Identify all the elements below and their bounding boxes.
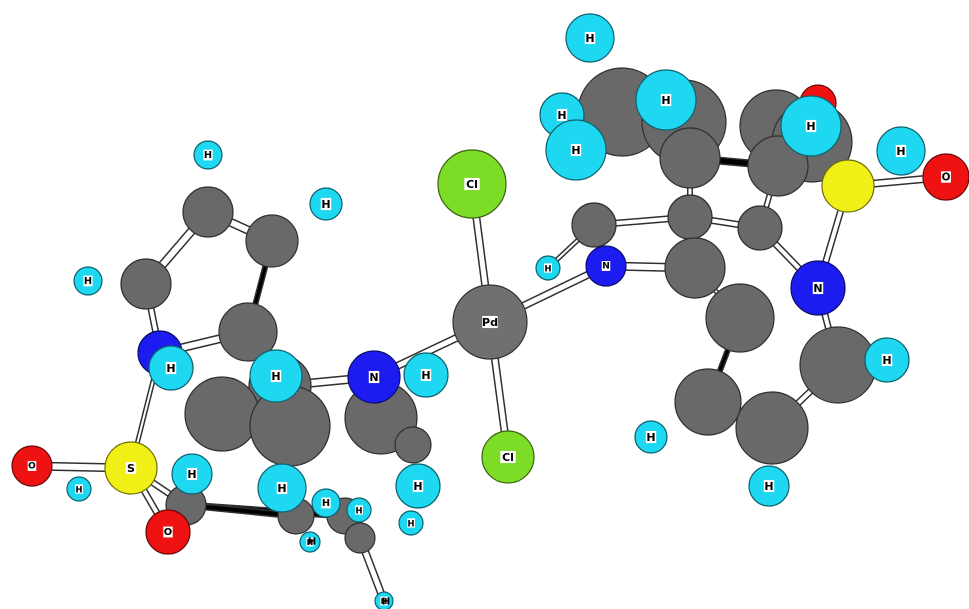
atom-label-box <box>270 369 282 383</box>
atom-c-a9[interactable] <box>394 426 432 464</box>
atom-c-b14[interactable] <box>747 135 809 197</box>
atom-h-a13[interactable]: H <box>299 531 321 553</box>
atom-c-a1[interactable] <box>120 258 172 310</box>
atom-c-a3[interactable] <box>245 214 299 268</box>
atom-label-box <box>276 481 288 495</box>
atom-cl-2[interactable]: Cl <box>481 430 535 484</box>
atom-label-box <box>355 505 363 515</box>
atom-h-b4[interactable]: H <box>545 119 607 181</box>
atom-label-box <box>83 275 93 287</box>
atom-s-b[interactable] <box>821 159 875 213</box>
atom-h-a4[interactable]: H <box>148 345 194 391</box>
atom-c-a2[interactable] <box>182 186 234 238</box>
atom-label-box <box>941 171 951 183</box>
atom-h-b5[interactable]: H <box>780 95 842 157</box>
atom-c-b13[interactable] <box>659 127 721 189</box>
atom-h-a5[interactable]: H <box>249 349 303 403</box>
atom-label-box <box>570 143 582 157</box>
atom-h-a8[interactable]: H <box>257 463 307 513</box>
atom-n-b1[interactable]: N <box>585 245 627 287</box>
atom-h-a12[interactable]: H <box>398 510 424 536</box>
atom-label-box <box>368 370 380 384</box>
atom-label-box <box>895 144 907 158</box>
atom-s-a[interactable]: S <box>104 441 158 495</box>
atom-o-a2[interactable]: O <box>145 509 191 555</box>
atom-cl-1[interactable]: Cl <box>437 149 507 219</box>
atom-h-b2[interactable]: H <box>635 69 697 131</box>
atom-label-box <box>163 526 173 538</box>
atom-label-box <box>805 119 817 133</box>
atom-h-b10[interactable]: H <box>748 465 790 507</box>
atom-n-b2[interactable]: N <box>790 260 846 316</box>
atom-label-box <box>165 361 177 375</box>
atom-label-box <box>321 497 331 509</box>
atom-label-box <box>500 450 516 464</box>
atom-label-box <box>601 261 611 271</box>
atom-h-a10[interactable]: H <box>66 476 92 502</box>
atom-label-box <box>407 518 415 528</box>
atom-n-a2[interactable]: N <box>347 350 401 404</box>
atom-label-box <box>645 430 657 444</box>
atom-label-box <box>556 108 568 122</box>
atom-h-a7[interactable]: H <box>171 453 213 495</box>
atom-label-box <box>544 263 552 273</box>
atom-c-a13[interactable] <box>344 522 376 554</box>
atom-h-a1[interactable]: H <box>193 140 223 170</box>
atom-label-box <box>881 353 893 367</box>
atom-c-b1[interactable] <box>571 202 617 248</box>
atom-h-a15[interactable]: H <box>374 591 394 609</box>
atom-h-b6[interactable]: H <box>876 126 926 176</box>
atom-o-a1[interactable]: O <box>11 445 53 487</box>
atom-h-a9[interactable]: H <box>395 463 441 509</box>
atom-label-box <box>380 596 388 606</box>
atom-label-box <box>186 467 198 481</box>
atom-label-box <box>660 93 672 107</box>
atom-h-a14[interactable]: H <box>346 497 372 523</box>
atom-label-box <box>306 537 314 547</box>
atom-label-box <box>203 149 213 161</box>
atom-label-box <box>482 315 498 329</box>
atom-label-box <box>584 31 596 45</box>
atom-label-box <box>420 368 432 382</box>
atom-pd[interactable]: Pd <box>452 284 528 360</box>
atom-label-box <box>320 197 332 211</box>
atom-label-box <box>464 177 480 191</box>
atom-c-b8[interactable] <box>735 391 809 465</box>
atom-h-a2[interactable]: H <box>309 187 343 221</box>
atom-h-a3[interactable]: H <box>73 266 103 296</box>
atom-c-b4[interactable] <box>664 237 726 299</box>
atom-label-box <box>412 479 424 493</box>
atom-c-a4[interactable] <box>218 302 278 362</box>
atom-h-a6[interactable]: H <box>403 352 449 398</box>
atom-label-box <box>812 281 824 295</box>
atom-h-b1[interactable]: H <box>565 13 615 63</box>
atom-h-a11[interactable]: H <box>311 488 341 518</box>
atom-c-b3[interactable] <box>737 205 783 251</box>
atom-label-box <box>125 461 137 475</box>
atom-label-box <box>27 461 37 471</box>
atom-c-b5[interactable] <box>705 283 775 353</box>
atom-h-b9[interactable]: H <box>634 420 668 454</box>
atom-label-box <box>75 484 83 494</box>
atom-c-b6[interactable] <box>799 326 877 404</box>
atom-h-b8[interactable]: H <box>864 337 910 383</box>
atom-c-a6[interactable] <box>184 376 260 452</box>
atom-h-b7[interactable]: H <box>535 255 561 281</box>
atom-o-b1[interactable]: O <box>922 153 969 201</box>
atom-c-b2[interactable] <box>667 194 713 240</box>
atom-label-box <box>763 479 775 493</box>
atom-c-b7[interactable] <box>674 368 742 436</box>
